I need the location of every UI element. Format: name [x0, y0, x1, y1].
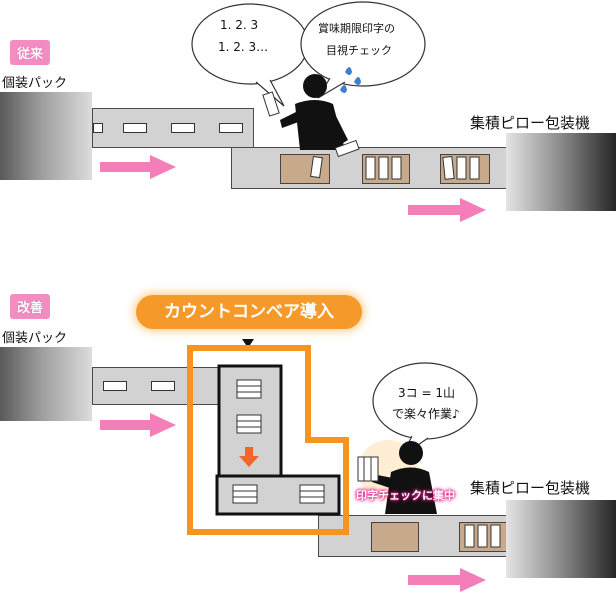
after-left-label: 個装パック [2, 331, 68, 346]
before-infeed-conveyor [92, 108, 254, 148]
focus-label: 印字チェックに集中 [356, 489, 455, 502]
before-left-label: 個装パック [2, 76, 68, 91]
pack-cards [310, 155, 480, 180]
bubble1-line2: 1. 2. 3… [218, 40, 269, 54]
count-conveyor-outline [187, 345, 349, 535]
pack-cards [232, 379, 325, 504]
worker-icon [280, 74, 348, 150]
after-graphics [100, 339, 501, 592]
bubble1-line1: 1. 2. 3 [220, 18, 259, 32]
pink-arrow-icon [408, 198, 486, 222]
after-infeed-conveyor [92, 367, 220, 405]
banner-pointer-icon [242, 339, 254, 348]
held-pack [262, 91, 360, 158]
bubble2-line1: 賞味期限印字の [318, 22, 395, 35]
after-tag: 改善 [10, 294, 51, 319]
after-bubble-line2: で楽々作業♪ [392, 407, 460, 421]
before-packer-box [506, 133, 616, 211]
slot [123, 123, 147, 133]
pink-arrow-icon [100, 413, 176, 437]
after-right-label: 集積ピロー包装機 [470, 479, 591, 497]
after-bubble-line1: 3コ = 1山 [398, 386, 455, 400]
slot [93, 123, 103, 133]
down-arrow-icon [239, 447, 259, 467]
speech-bubble [300, 1, 426, 99]
count-conveyor-banner: カウントコンベア導入 [136, 295, 362, 329]
before-source-box [0, 92, 92, 180]
worker-icon [372, 441, 437, 514]
slot [171, 123, 195, 133]
before-tag: 従来 [10, 40, 51, 65]
after-source-box [0, 347, 92, 421]
bubble2-line2: 目視チェック [326, 44, 392, 57]
slot [151, 381, 175, 391]
pink-arrow-icon [100, 155, 176, 179]
package [371, 522, 419, 552]
held-pack [357, 456, 379, 482]
before-right-label: 集積ピロー包装機 [470, 114, 591, 132]
before-graphics [100, 1, 486, 222]
sweat-icon [340, 67, 361, 93]
pink-arrow-icon [408, 568, 486, 592]
after-packer-box [506, 500, 616, 578]
slot [103, 381, 127, 391]
slot [219, 123, 243, 133]
pack-cards [464, 524, 501, 548]
